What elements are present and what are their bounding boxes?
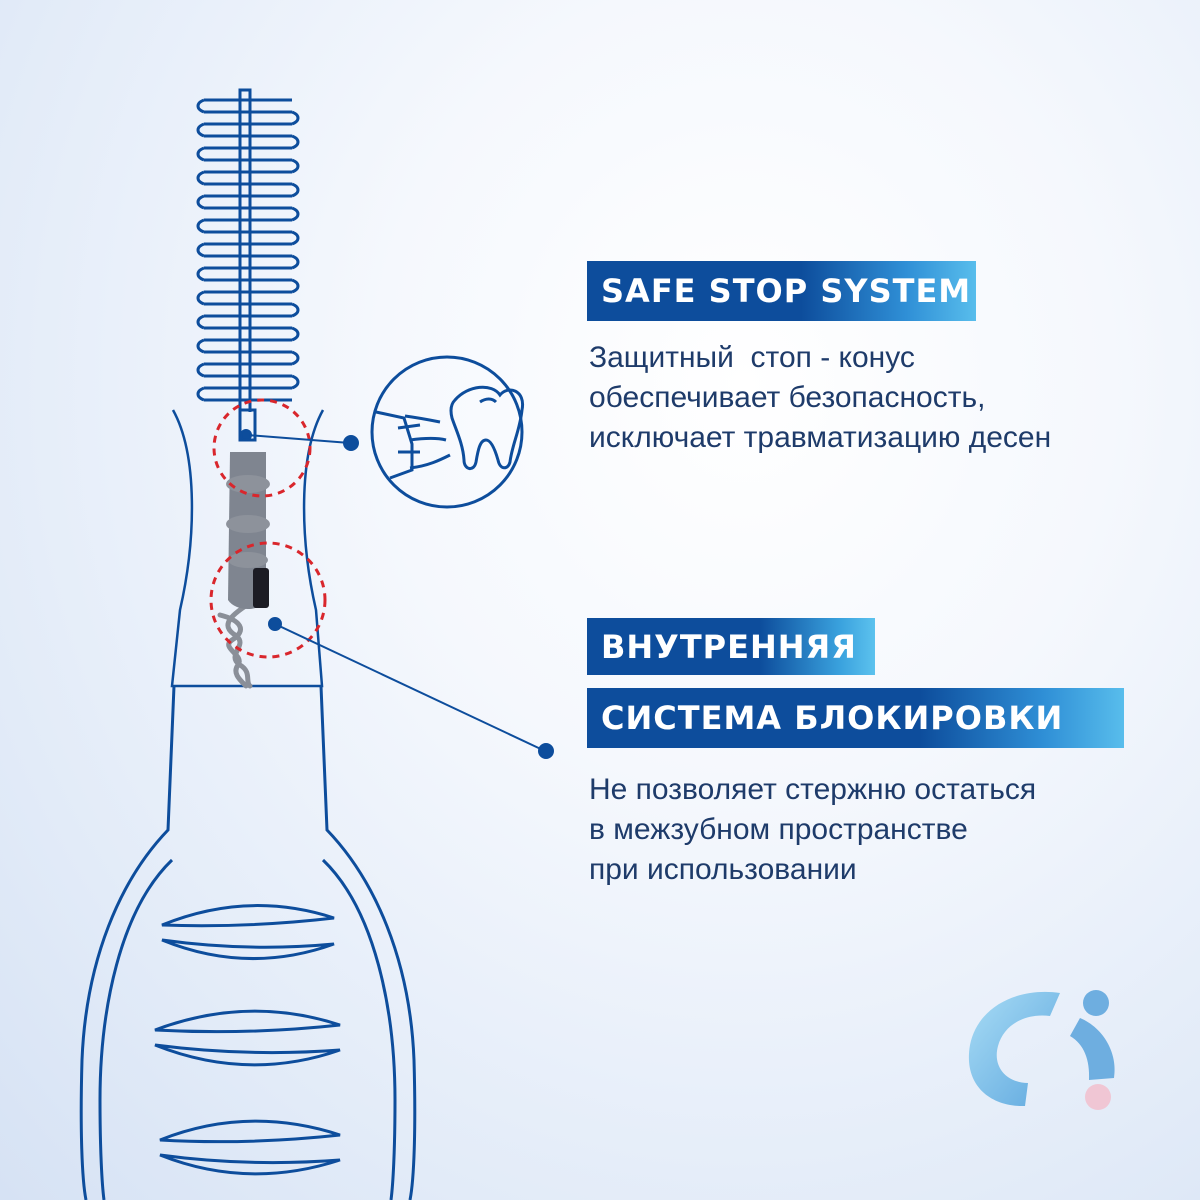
locking-line-3: при использовании: [589, 853, 857, 886]
locking-badge-line-1: ВНУТРЕННЯЯ: [587, 618, 875, 675]
safe-stop-line-3: исключает травматизацию десен: [589, 421, 1052, 454]
grip-ridges: [154, 904, 341, 1176]
tooth-and-brush-icon: [370, 355, 525, 509]
wire-core: [217, 597, 258, 689]
safe-stop-title: SAFE STOP SYSTEM: [601, 272, 972, 310]
locking-badge-line-2: СИСТЕМА БЛОКИРОВКИ: [587, 688, 1124, 748]
safe-stop-line-1: Защитный стоп - конус: [589, 341, 915, 374]
bristle-coil-turns: [196, 98, 300, 402]
leader-lines: [240, 429, 554, 759]
brand-logo-icon: [968, 990, 1115, 1110]
locking-description: Не позволяет стержню остаться в межзубно…: [589, 770, 1036, 890]
safe-stop-description: Защитный стоп - конус обеспечивает безоп…: [589, 338, 1051, 458]
safe-stop-line-2: обеспечивает безопасность,: [589, 381, 986, 414]
brush-bristles: [204, 88, 292, 412]
safe-stop-callout-circle: [212, 398, 312, 498]
brush-handle: [79, 409, 417, 1200]
locking-line-1: Не позволяет стержню остаться: [589, 773, 1037, 806]
safe-stop-badge: SAFE STOP SYSTEM: [587, 261, 976, 321]
locking-system-callout-circle: [209, 541, 327, 659]
locking-line-2: в межзубном пространстве: [589, 813, 968, 846]
locking-title-1: ВНУТРЕННЯЯ: [601, 627, 857, 666]
locking-title-2: СИСТЕМА БЛОКИРОВКИ: [601, 699, 1064, 737]
